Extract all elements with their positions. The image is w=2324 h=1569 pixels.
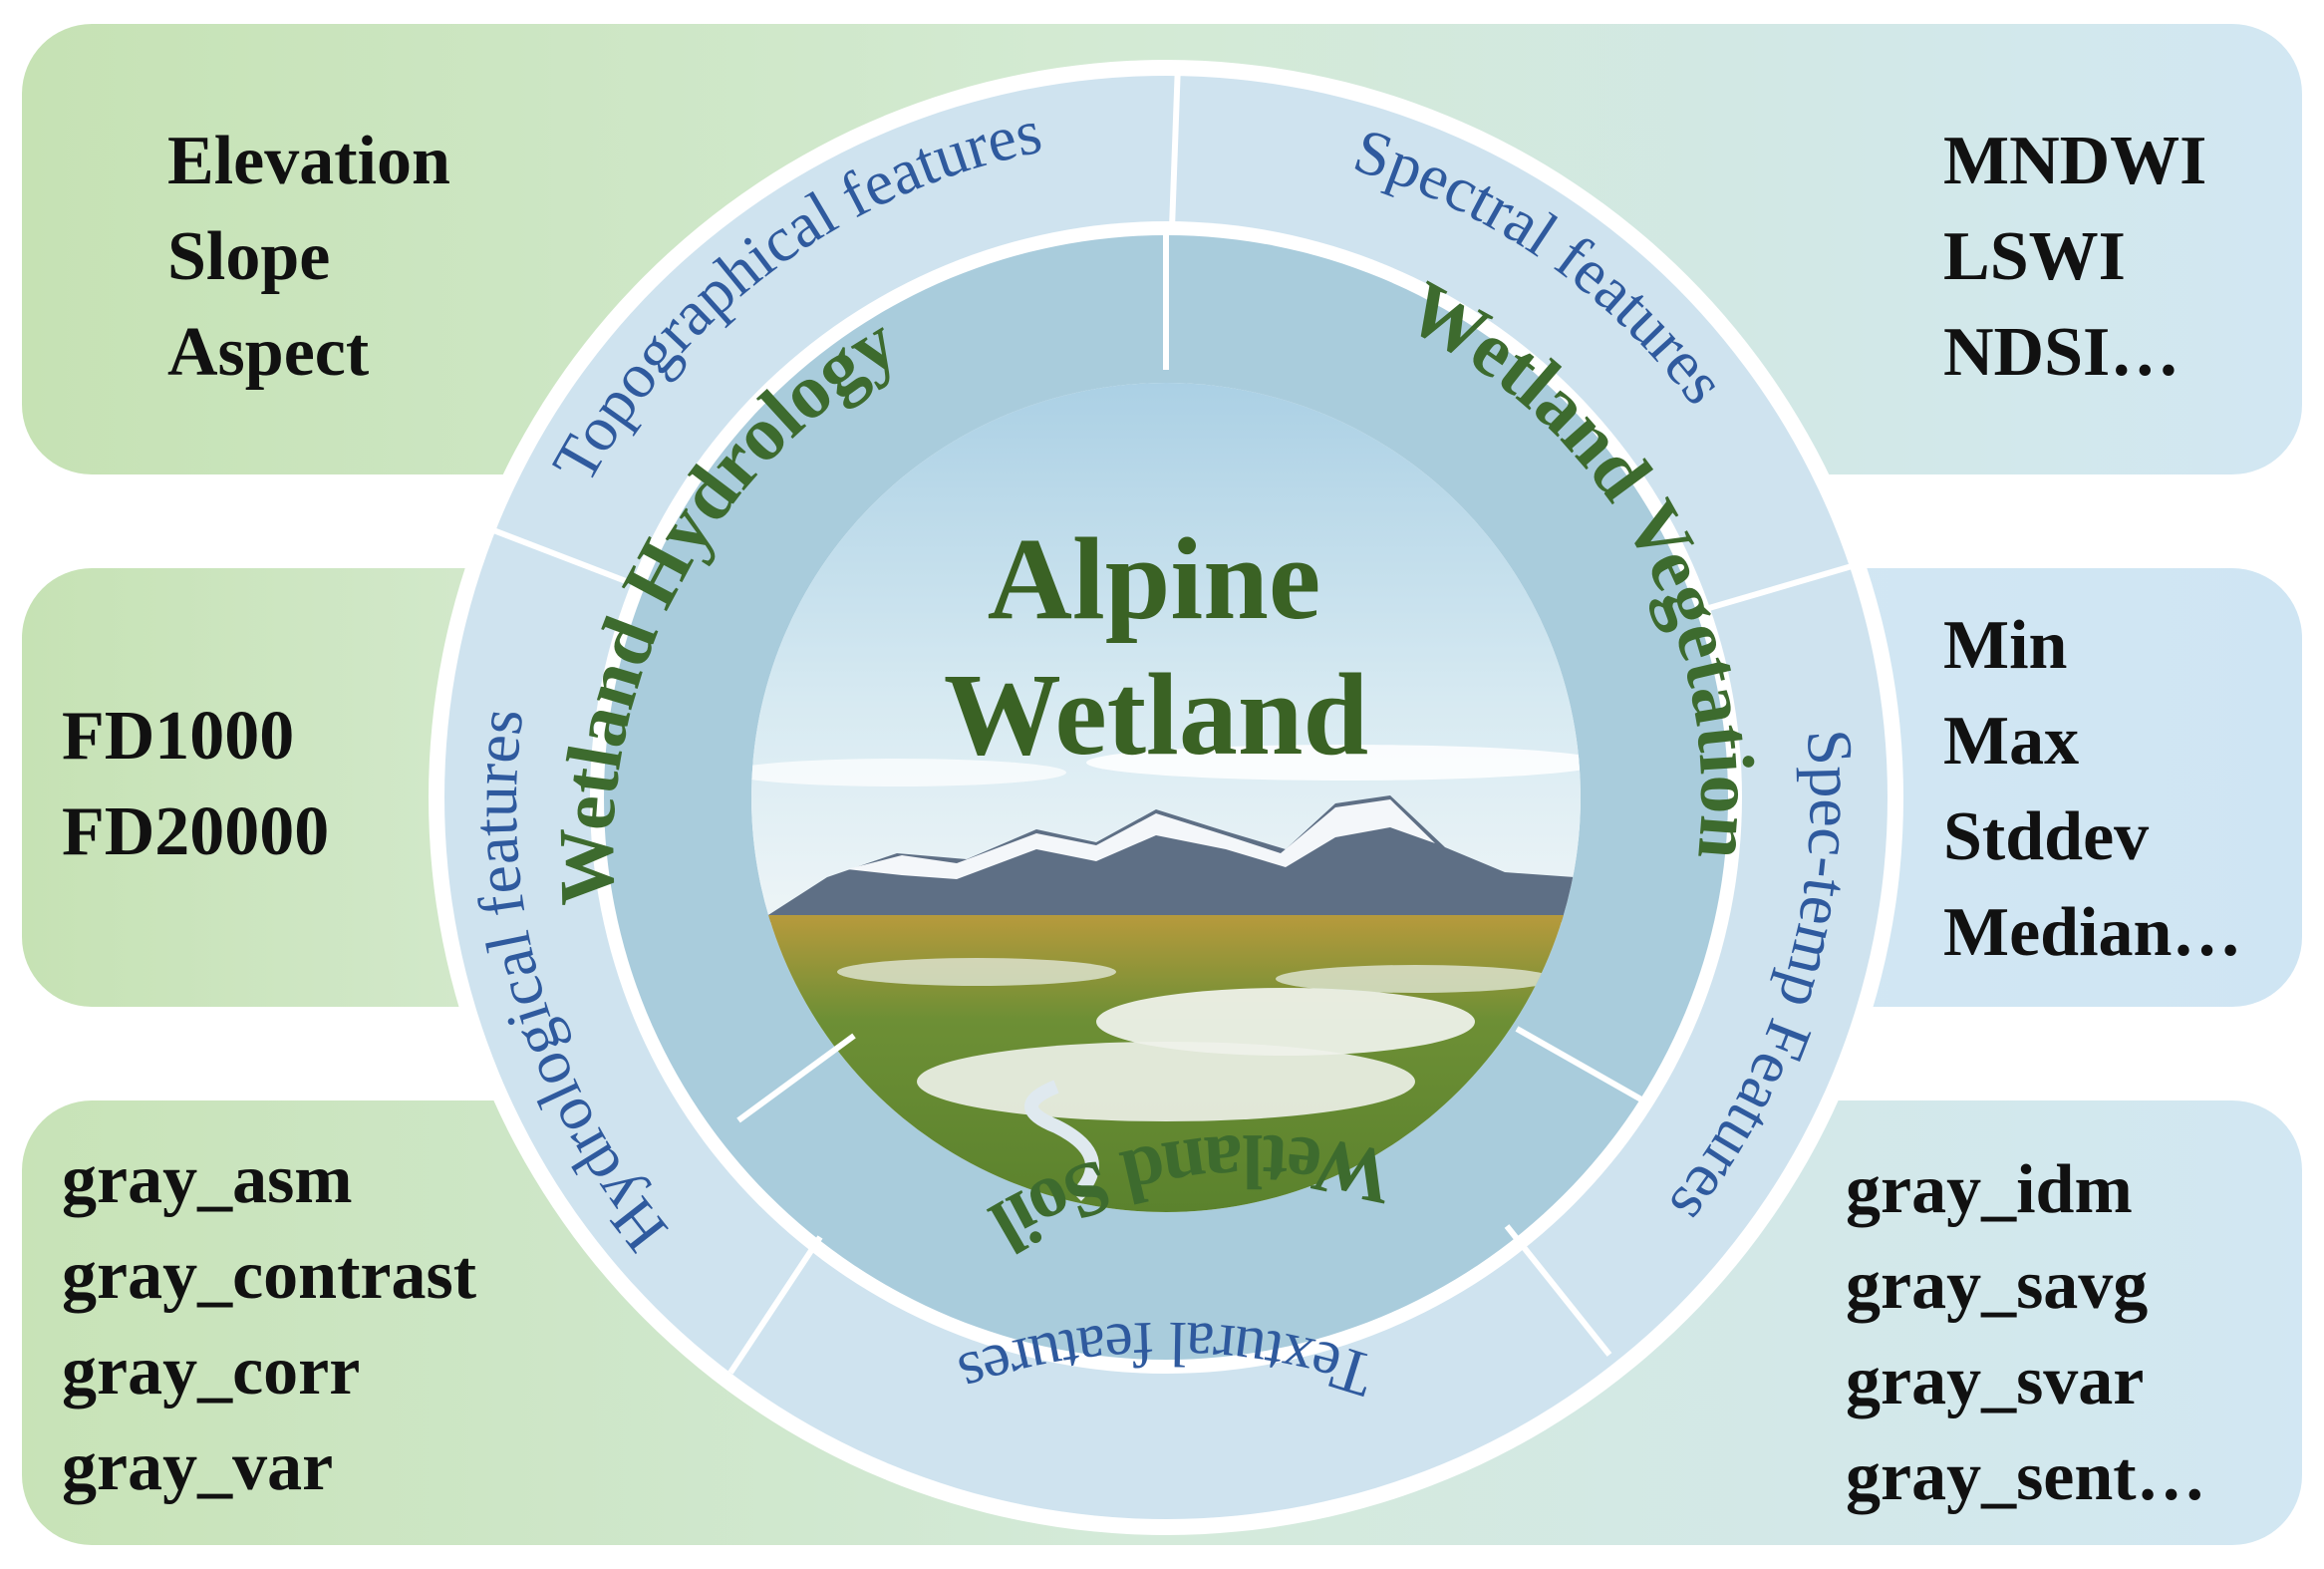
- hydrological-item: FD20000: [62, 793, 329, 870]
- textural-left-item: gray_corr: [62, 1333, 360, 1410]
- spectemp-item: Stddev: [1943, 798, 2149, 875]
- spectemp-item: Max: [1943, 703, 2079, 780]
- divider-lines: [473, 63, 1860, 1375]
- center-title-line2: Wetland: [944, 649, 1368, 780]
- spectral-item: NDSI…: [1943, 314, 2179, 391]
- textural-left-item: gray_var: [62, 1428, 333, 1505]
- spectemp-item: Median…: [1943, 894, 2241, 971]
- topographical-list: Elevation Slope Aspect: [167, 123, 450, 391]
- textural-right-item: gray_savg: [1846, 1247, 2148, 1324]
- hydrological-list: FD1000 FD20000: [62, 698, 329, 870]
- textural-right-item: gray_svar: [1846, 1343, 2144, 1419]
- spectemp-list: Min Max Stddev Median…: [1943, 607, 2241, 971]
- snow-caps: [847, 799, 1435, 879]
- spectemp-item: Min: [1943, 607, 2067, 684]
- topographical-item: Slope: [167, 218, 330, 295]
- textural-right-item: gray_sent…: [1846, 1438, 2206, 1515]
- textural-left-list: gray_asm gray_contrast gray_corr gray_va…: [62, 1141, 476, 1505]
- topographical-item: Elevation: [167, 123, 450, 199]
- spectral-item: MNDWI: [1943, 123, 2206, 199]
- textural-right-list: gray_idm gray_savg gray_svar gray_sent…: [1846, 1151, 2206, 1515]
- spectral-item: LSWI: [1943, 218, 2126, 295]
- topographical-item: Aspect: [167, 314, 369, 391]
- spectral-list: MNDWI LSWI NDSI…: [1943, 123, 2206, 391]
- textural-right-item: gray_idm: [1846, 1151, 2133, 1228]
- textural-left-item: gray_contrast: [62, 1237, 476, 1314]
- textural-left-item: gray_asm: [62, 1141, 353, 1218]
- center-title-line1: Alpine: [988, 513, 1320, 644]
- hydrological-item: FD1000: [62, 698, 294, 775]
- stream: [1024, 1080, 1099, 1201]
